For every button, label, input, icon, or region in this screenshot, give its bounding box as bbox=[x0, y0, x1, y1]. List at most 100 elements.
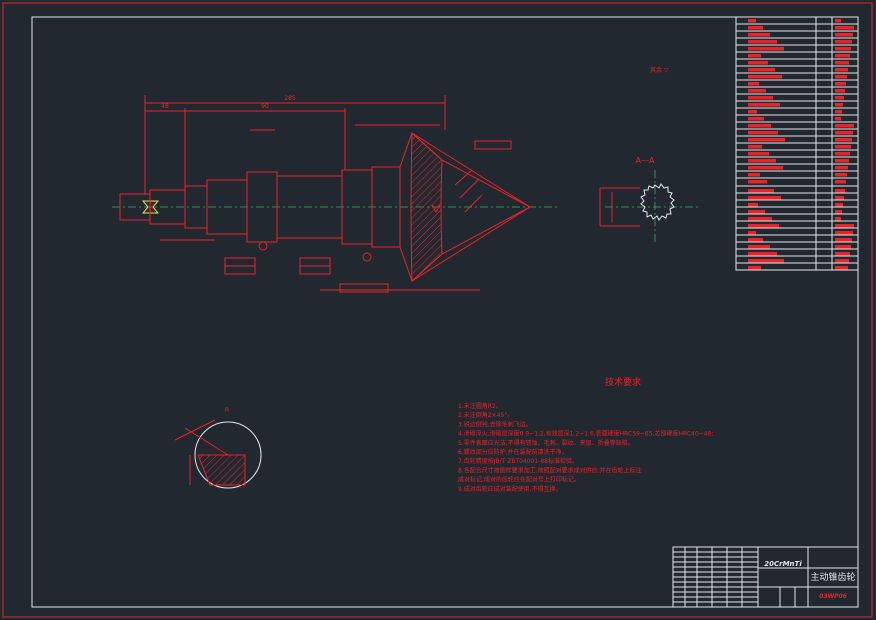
param-name-mark bbox=[748, 210, 765, 214]
detail-leader-1 bbox=[184, 427, 229, 456]
datum-marker-1 bbox=[258, 241, 268, 251]
param-value-mark bbox=[835, 138, 852, 142]
param-name-mark bbox=[748, 245, 770, 249]
param-value-mark bbox=[835, 266, 848, 270]
param-value-mark bbox=[835, 110, 842, 114]
param-name-mark bbox=[748, 238, 763, 242]
title-part-name: 主动锥齿轮 bbox=[810, 571, 855, 583]
param-value-mark bbox=[835, 217, 841, 221]
param-value-mark bbox=[835, 103, 843, 107]
param-name-mark bbox=[748, 266, 761, 270]
param-value-mark bbox=[835, 145, 851, 149]
tolerance-frame-2 bbox=[299, 257, 331, 267]
title-block-grid bbox=[673, 547, 796, 607]
tech-req-item: 1.未注圆角R2。 bbox=[458, 402, 502, 410]
parameter-table bbox=[735, 16, 859, 271]
param-name-mark bbox=[748, 26, 763, 30]
param-name-mark bbox=[748, 33, 770, 37]
gear-section-hatch bbox=[410, 131, 443, 283]
param-name-mark bbox=[748, 103, 780, 107]
detail-hatch bbox=[197, 454, 246, 486]
tech-req-item: 5.零件表面应光洁,不得有锈蚀、毛刺、裂纹、夹层、折叠等缺陷。 bbox=[458, 439, 634, 447]
param-value-mark bbox=[835, 166, 848, 170]
param-value-mark bbox=[835, 117, 841, 121]
spline-profile bbox=[640, 183, 675, 221]
param-value-mark bbox=[835, 180, 846, 184]
tech-req-item: 成对标记,成对的齿轮应在配对号上打印标记。 bbox=[458, 476, 580, 484]
tech-req-item: 8.各配合尺寸按图样要求加工,按照配对要求成对供应,并在齿轮上标注 bbox=[458, 466, 642, 474]
param-name-mark bbox=[748, 117, 764, 121]
param-name-mark bbox=[748, 96, 773, 100]
param-name-mark bbox=[748, 252, 777, 256]
param-name-mark bbox=[748, 145, 762, 149]
title-drawing-no: 03WP06 bbox=[819, 593, 847, 600]
param-name-mark bbox=[748, 159, 776, 163]
pitch-line-bottom bbox=[411, 206, 531, 282]
param-name-mark bbox=[748, 19, 756, 23]
datum-marker-2 bbox=[362, 252, 372, 262]
param-value-mark bbox=[835, 231, 853, 235]
param-value-mark bbox=[835, 40, 852, 44]
detail-circle bbox=[194, 421, 262, 489]
param-value-mark bbox=[835, 75, 847, 79]
tech-req-item: 6.螺纹部分应防护,并在装配前清洗干净。 bbox=[458, 448, 568, 456]
title-block: 20CrMnTi 主动锥齿轮 03WP06 bbox=[672, 546, 859, 608]
param-name-mark bbox=[748, 166, 783, 170]
param-name-mark bbox=[748, 68, 775, 72]
param-name-mark bbox=[748, 189, 774, 193]
param-value-mark bbox=[835, 203, 843, 207]
param-name-mark bbox=[748, 180, 767, 184]
tolerance-frame-1 bbox=[339, 283, 389, 293]
tech-req-item: 7.齿轮精度按JB/T ZBT04001-88标准检验。 bbox=[458, 457, 578, 465]
param-name-mark bbox=[748, 203, 758, 207]
param-value-mark bbox=[835, 196, 844, 200]
technical-requirements: 技术要求 1.未注圆角R2。2.未注倒角2×45°。3.锐边倒钝,去除毛刺飞边。… bbox=[458, 376, 713, 493]
param-name-mark bbox=[748, 131, 778, 135]
param-name-mark bbox=[748, 152, 769, 156]
param-name-mark bbox=[748, 259, 784, 263]
param-value-mark bbox=[835, 61, 849, 65]
param-value-mark bbox=[835, 189, 845, 193]
main-view: 285 48 90 其余 ▽ bbox=[112, 66, 669, 293]
param-value-mark bbox=[835, 33, 853, 37]
param-value-mark bbox=[835, 96, 844, 100]
param-value-mark bbox=[835, 173, 847, 177]
tech-req-item: 2.未注倒角2×45°。 bbox=[458, 411, 513, 419]
param-value-mark bbox=[835, 68, 848, 72]
tolerance-frame-5 bbox=[224, 265, 256, 275]
param-value-mark bbox=[835, 54, 850, 58]
pitch-line-top bbox=[411, 132, 531, 208]
surface-finish-note: 其余 ▽ bbox=[650, 66, 669, 74]
tech-req-items: 1.未注圆角R2。2.未注倒角2×45°。3.锐边倒钝,去除毛刺飞边。4.渗碳淬… bbox=[458, 402, 713, 493]
param-value-mark bbox=[835, 252, 850, 256]
param-value-mark bbox=[835, 124, 854, 128]
detail-label: R bbox=[225, 407, 229, 414]
param-value-mark bbox=[835, 47, 851, 51]
param-value-mark bbox=[835, 26, 854, 30]
param-name-mark bbox=[748, 75, 782, 79]
param-name-mark bbox=[748, 224, 779, 228]
dim-overall-length: 285 bbox=[284, 95, 296, 102]
param-name-mark bbox=[748, 124, 771, 128]
drawing-frame bbox=[31, 16, 859, 608]
tech-req-item: 3.锐边倒钝,去除毛刺飞边。 bbox=[458, 420, 532, 428]
tooth-marks bbox=[454, 169, 483, 213]
param-value-mark bbox=[835, 159, 849, 163]
param-name-mark bbox=[748, 110, 757, 114]
param-name-mark bbox=[748, 61, 768, 65]
tolerance-frame-6 bbox=[474, 140, 512, 150]
tolerance-frame-4 bbox=[224, 257, 256, 267]
param-rows bbox=[736, 16, 858, 271]
param-value-mark bbox=[835, 210, 842, 214]
param-value-mark bbox=[835, 152, 850, 156]
param-value-mark bbox=[835, 131, 853, 135]
param-name-mark bbox=[748, 173, 760, 177]
detail-view: R bbox=[174, 407, 262, 489]
param-value-mark bbox=[835, 245, 851, 249]
detail-leader-2 bbox=[174, 419, 216, 441]
param-value-mark bbox=[835, 19, 841, 23]
section-aa-view: A—A bbox=[599, 156, 700, 245]
param-name-mark bbox=[748, 196, 781, 200]
